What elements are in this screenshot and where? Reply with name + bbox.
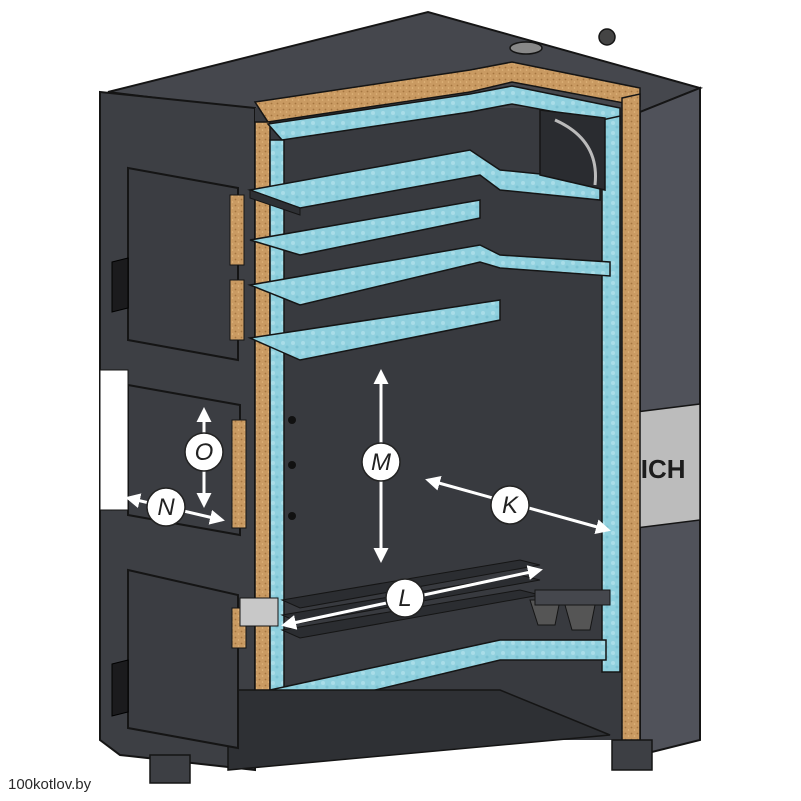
grate-lever	[239, 597, 279, 627]
white-strip	[99, 369, 129, 511]
water-jacket-right	[601, 115, 621, 673]
dim-label-k: K	[490, 485, 530, 525]
insulation-right	[621, 93, 641, 749]
upper-door	[111, 166, 245, 362]
svg-text:O: O	[195, 439, 214, 466]
foot-left	[149, 754, 191, 784]
watermark: 100kotlov.by	[8, 776, 92, 793]
lower-door	[111, 568, 279, 750]
svg-text:K: K	[502, 492, 519, 519]
flue-outlet	[539, 109, 606, 191]
dim-label-m: M	[361, 442, 401, 482]
foot-right	[611, 739, 653, 771]
svg-text:N: N	[157, 494, 175, 521]
upper-door-handle	[111, 257, 129, 313]
top-pipe	[509, 41, 543, 55]
svg-text:L: L	[398, 585, 411, 612]
svg-text:M: M	[371, 449, 391, 476]
dim-label-o: O	[184, 432, 224, 472]
insulation-left	[254, 121, 271, 721]
lower-door-handle	[111, 659, 129, 717]
top-knob	[598, 28, 616, 46]
dim-label-n: N	[146, 487, 186, 527]
dim-label-l: L	[385, 578, 425, 618]
baffles	[247, 149, 611, 361]
